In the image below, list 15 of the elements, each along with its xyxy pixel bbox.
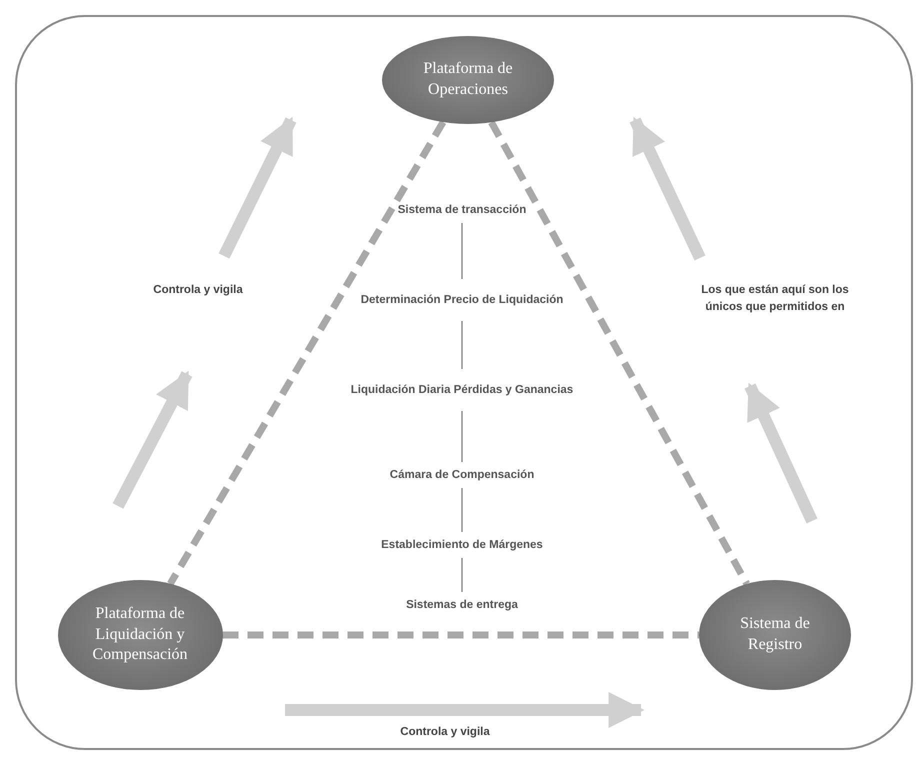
stage-label: Liquidación Diaria Pérdidas y Ganancias [337,372,587,408]
dashed-connector [167,120,446,586]
dashed-connector [488,120,750,586]
annotation-text: Los que están aquí son los únicos que permitidos en [700,283,850,315]
node-title: Plataforma de Liquidación y Compensación [91,604,189,666]
dashed-connector [222,632,699,638]
node-title: Plataforma de Operaciones [422,59,514,100]
node-title: Sistema de Registro [739,614,811,655]
stage-label: Determinación Precio de Liquidación [347,282,577,318]
annotation-text: Controla y vigila [399,725,491,740]
stage-label: Cámara de Compensación [347,465,577,485]
stage-label: Sistemas de entrega [347,595,577,615]
stage-label: Establecimiento de Márgenes [347,535,577,555]
annotation-text: Controla y vigila [152,283,244,298]
stage-label: Sistema de transacción [347,200,577,220]
